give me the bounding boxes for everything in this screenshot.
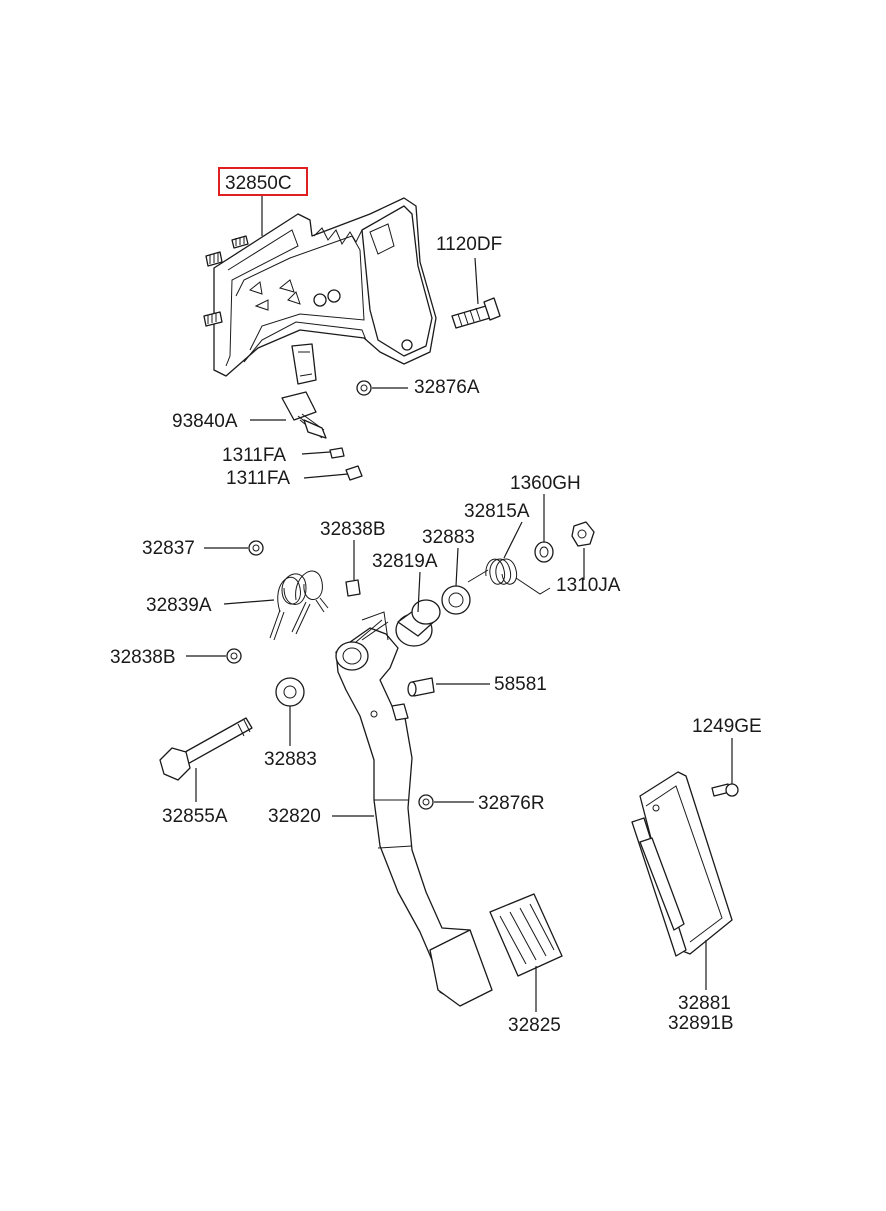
switch-93840A[interactable]	[281, 343, 327, 439]
label-32850C[interactable]: 32850C	[225, 173, 292, 194]
pedal-cover-panel-32881[interactable]	[631, 771, 733, 957]
leader-lines	[186, 196, 733, 1012]
label-32881[interactable]: 32881	[678, 993, 731, 1014]
pedal-pad-32825[interactable]	[489, 893, 563, 977]
bracket-stud	[231, 235, 249, 249]
pedal-bracket-assembly[interactable]	[203, 197, 437, 377]
bushing-32883-1[interactable]	[441, 585, 471, 615]
nut-32837[interactable]	[248, 540, 264, 556]
bracket-stud	[205, 251, 223, 267]
label-1311FA-1[interactable]: 1311FA	[222, 445, 286, 466]
label-1310JA[interactable]: 1310JA	[556, 575, 621, 596]
bushing-32838B-2[interactable]	[226, 648, 242, 664]
part-labels: 32850C 1120DF 32876A 93840A 1311FA 1311F…	[110, 173, 762, 1036]
bushing-32883-2[interactable]	[275, 677, 305, 707]
bolt-32855A[interactable]	[159, 717, 253, 781]
nut-1311FA-2[interactable]	[345, 465, 363, 481]
nut-1310JA[interactable]	[571, 521, 595, 547]
nut-32876R[interactable]	[418, 794, 434, 810]
label-32883-1[interactable]: 32883	[422, 527, 475, 548]
label-1311FA-2[interactable]: 1311FA	[226, 468, 290, 489]
pedal-arm-32820[interactable]	[335, 611, 493, 1007]
label-32815A[interactable]: 32815A	[464, 501, 530, 522]
label-32837[interactable]: 32837	[142, 538, 195, 559]
label-93840A[interactable]: 93840A	[172, 411, 238, 432]
washer-1360GH[interactable]	[534, 541, 554, 563]
highlight-box-32850C	[218, 167, 308, 196]
label-32820[interactable]: 32820	[268, 806, 321, 827]
label-32883-2[interactable]: 32883	[264, 749, 317, 770]
label-1120DF[interactable]: 1120DF	[436, 234, 502, 255]
nut-32876A[interactable]	[356, 380, 372, 396]
bolt-1120DF[interactable]	[451, 297, 501, 329]
label-32876A[interactable]: 32876A	[414, 377, 480, 398]
label-32876R[interactable]: 32876R	[478, 793, 545, 814]
label-32838B-1[interactable]: 32838B	[320, 519, 386, 540]
label-32838B-2[interactable]: 32838B	[110, 647, 176, 668]
bracket-stud	[203, 311, 223, 327]
label-32819A[interactable]: 32819A	[372, 551, 438, 572]
spring-32815A[interactable]	[467, 558, 551, 595]
label-32891B[interactable]: 32891B	[668, 1013, 734, 1034]
label-32839A[interactable]: 32839A	[146, 595, 212, 616]
label-58581[interactable]: 58581	[494, 674, 547, 695]
nut-1311FA-1[interactable]	[329, 447, 345, 459]
label-32855A[interactable]: 32855A	[162, 806, 228, 827]
label-1249GE[interactable]: 1249GE	[692, 716, 762, 737]
screw-1249GE[interactable]	[711, 783, 739, 797]
bushing-32819A[interactable]	[395, 599, 441, 647]
spring-32839A[interactable]	[269, 570, 329, 641]
bushing-32838B-1[interactable]	[345, 579, 361, 597]
label-32825[interactable]: 32825	[508, 1015, 561, 1036]
pin-58581[interactable]	[407, 677, 435, 697]
label-1360GH[interactable]: 1360GH	[510, 473, 581, 494]
